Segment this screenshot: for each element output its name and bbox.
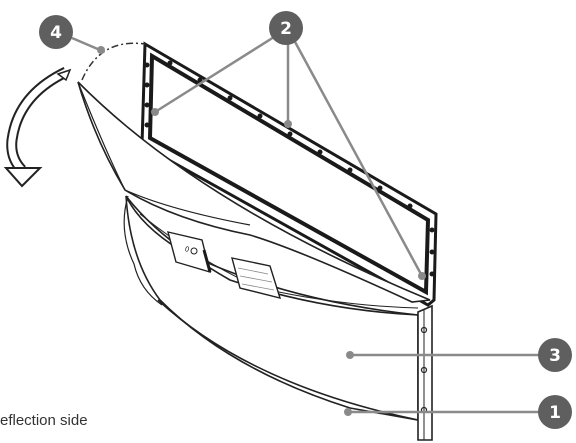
manual-booklet-icon	[231, 257, 282, 299]
callout-label-2: 2	[280, 19, 292, 39]
fold-dash-line	[81, 42, 146, 81]
screen-frame	[140, 41, 438, 307]
callout-badge-1: 1	[538, 395, 572, 429]
pocket-contents: 0	[167, 231, 282, 299]
pocket-rim	[125, 195, 419, 316]
callout-badge-2: 2	[269, 11, 303, 45]
callout-label-3: 3	[549, 346, 561, 366]
frame-grommets	[144, 60, 435, 277]
leader-lines	[71, 30, 540, 416]
callout-label-1: 1	[549, 403, 561, 423]
svg-text:0: 0	[184, 245, 191, 254]
leader-4	[71, 36, 101, 52]
leader-2c	[292, 39, 424, 277]
callout-badge-3: 3	[538, 338, 572, 372]
pocket-left-edge	[123, 195, 163, 306]
pocket-bottom	[157, 299, 419, 421]
cover-flap-edge	[77, 81, 251, 226]
cover-flap	[77, 81, 431, 303]
side-label: eflection side	[0, 412, 88, 429]
callout-label-4: 4	[50, 23, 62, 43]
frame-side-rail	[417, 304, 433, 441]
frame-inner	[147, 52, 431, 296]
callout-badge-4: 4	[39, 15, 73, 49]
leader-2a	[154, 30, 283, 114]
dvd-cover-icon: 0	[167, 231, 212, 274]
fold-direction-arrow	[3, 65, 72, 188]
